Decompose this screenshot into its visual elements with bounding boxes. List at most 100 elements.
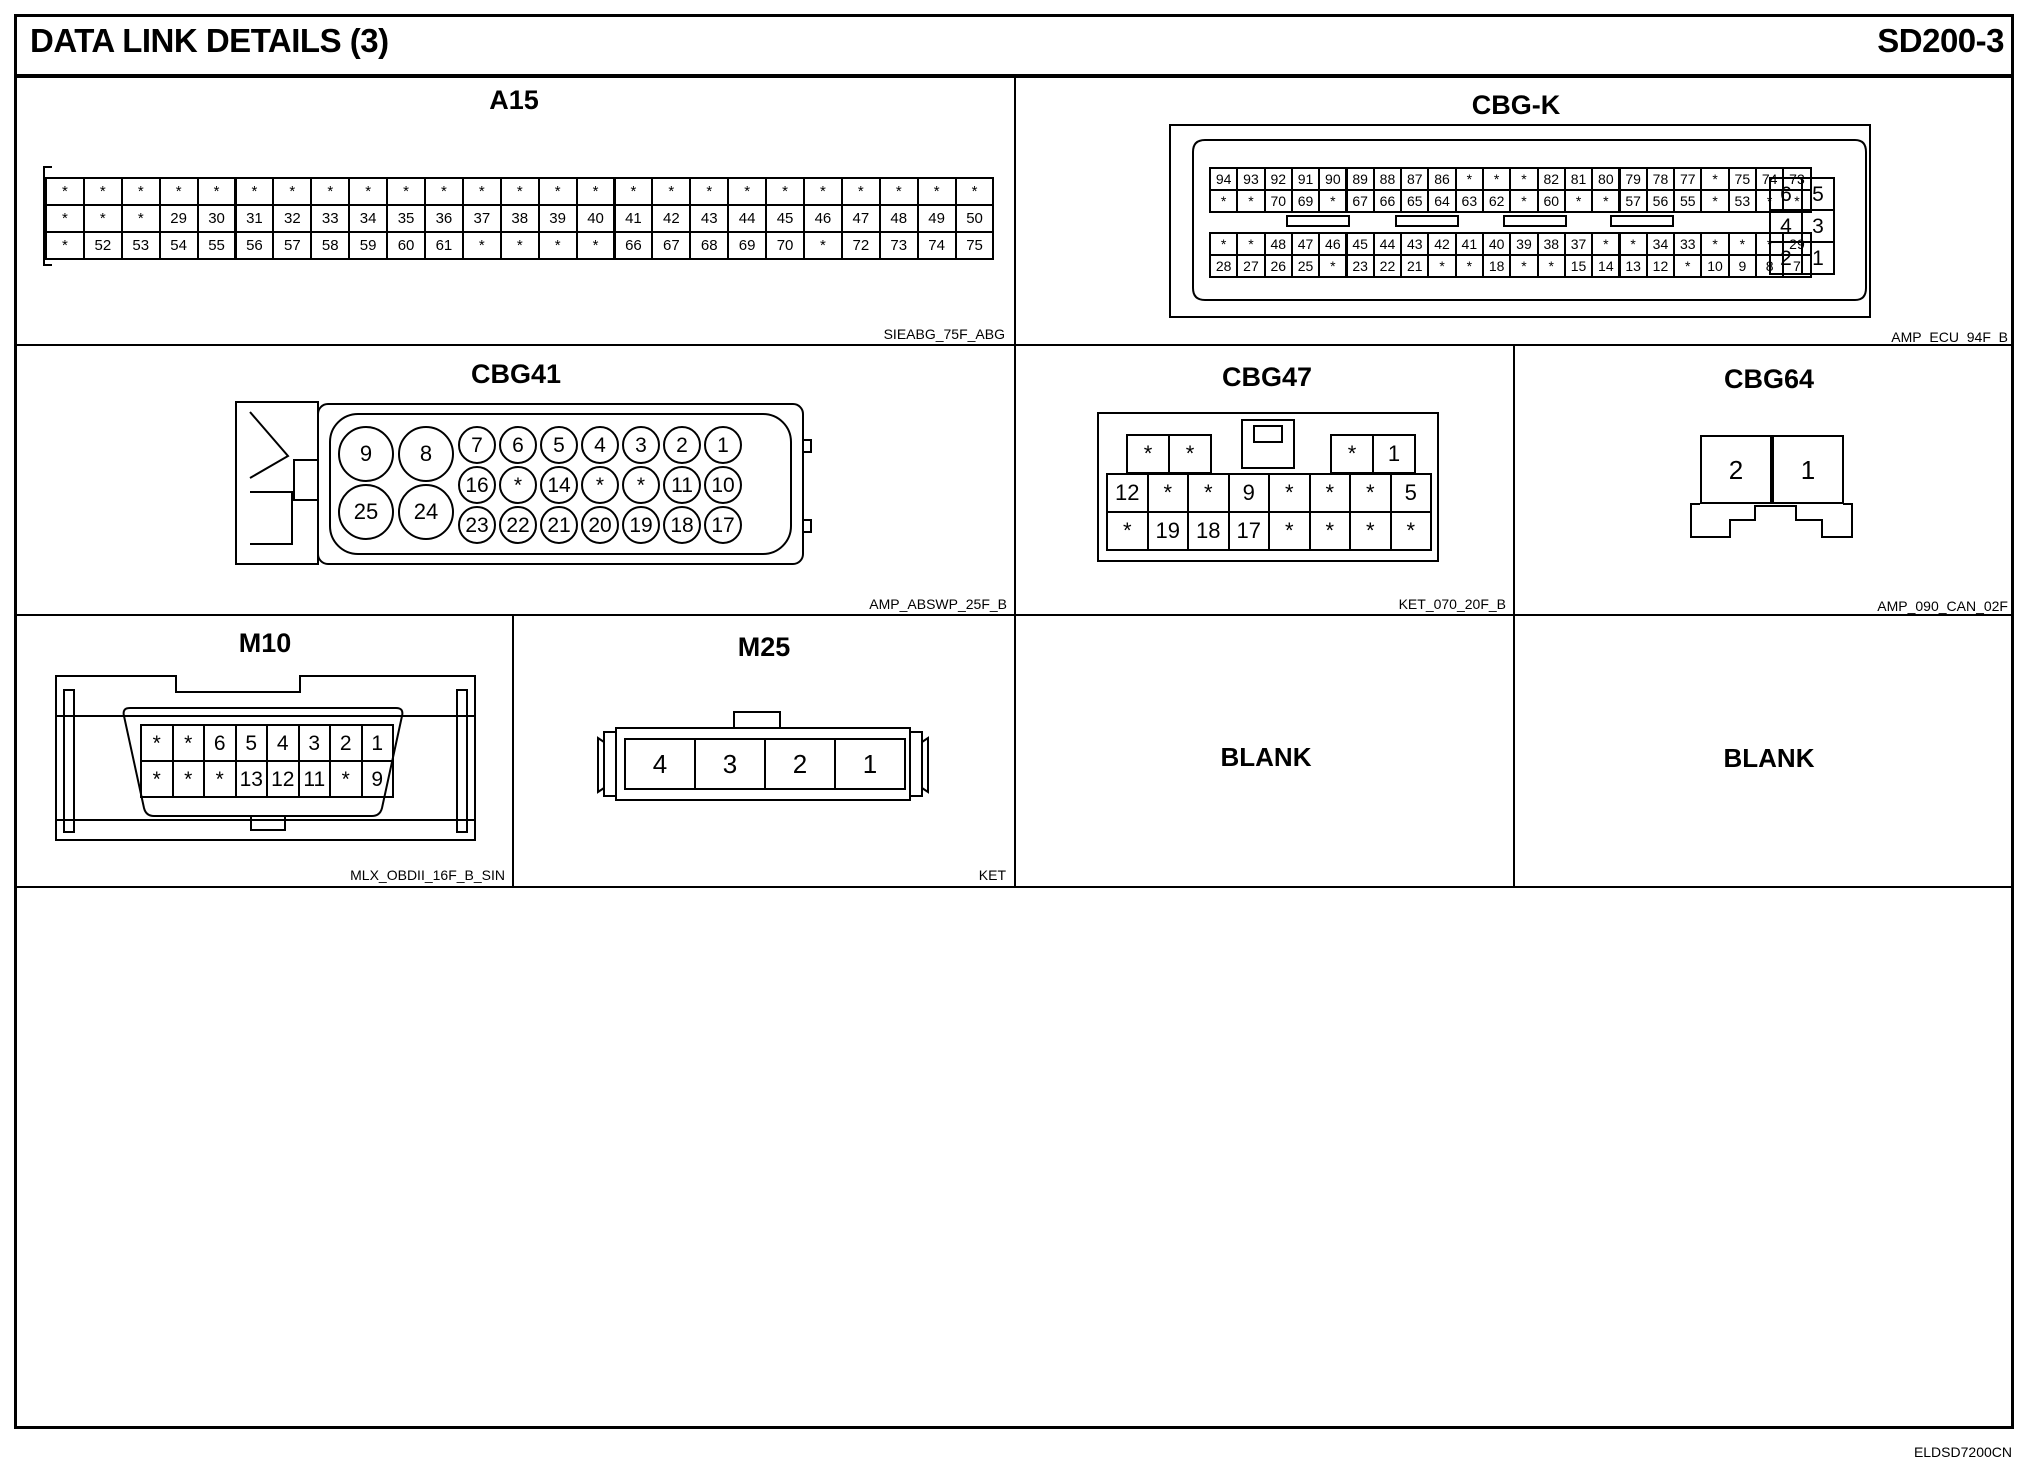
a15-pin: * bbox=[424, 177, 464, 206]
cbg41-latch bbox=[293, 459, 319, 501]
connector-title-a15: A15 bbox=[489, 85, 539, 115]
cbg41-pin: 16 bbox=[458, 466, 496, 504]
cbg47-pin: 18 bbox=[1187, 511, 1230, 551]
a15-pin: 29 bbox=[158, 204, 199, 233]
cbg47-pin: 19 bbox=[1146, 511, 1189, 551]
cbg41-pin: 18 bbox=[663, 506, 701, 544]
cbgk-pin: * bbox=[1209, 232, 1239, 256]
a15-pin: * bbox=[916, 177, 957, 206]
cbg64-pin: 2 bbox=[1700, 435, 1772, 504]
cbgk-pin: * bbox=[1727, 232, 1757, 256]
cbgk-pin: * bbox=[1591, 189, 1621, 213]
cbgk-pin: 92 bbox=[1263, 167, 1293, 191]
cbgk-pin: 18 bbox=[1482, 254, 1512, 278]
cbgk-pin: * bbox=[1782, 189, 1812, 213]
cbg41-pin: 14 bbox=[540, 466, 578, 504]
part-code-cbg64: AMP_090_CAN_02F bbox=[1877, 598, 2008, 614]
cbgk-pin: 86 bbox=[1427, 167, 1457, 191]
cbg47-pin: 5 bbox=[1389, 473, 1432, 513]
cbgk-pin: 9 bbox=[1727, 254, 1757, 278]
a15-pin: 34 bbox=[348, 204, 389, 233]
a15-pin: 53 bbox=[120, 231, 161, 260]
cbg47-pin: * bbox=[1308, 511, 1351, 551]
cbg47-pin: * bbox=[1126, 434, 1170, 474]
cbg41-large-pin: 25 bbox=[338, 484, 394, 540]
connector-title-cbg47: CBG47 bbox=[1221, 362, 1313, 392]
cbgk-pin: * bbox=[1673, 254, 1703, 278]
m25-pin: 4 bbox=[624, 738, 696, 790]
cbgk-pin: 33 bbox=[1673, 232, 1703, 256]
cbg41-flange bbox=[235, 401, 319, 565]
cbg47-lock-inner bbox=[1253, 425, 1283, 443]
cbg41-pin: 2 bbox=[663, 426, 701, 464]
m10-pin: * bbox=[203, 760, 237, 798]
cbgk-pin: 80 bbox=[1591, 167, 1621, 191]
a15-pin: * bbox=[45, 177, 85, 206]
cbg41-outer-shell bbox=[317, 403, 804, 565]
cbgk-pin: 47 bbox=[1290, 232, 1321, 256]
m10-pin: 3 bbox=[297, 724, 331, 762]
a15-pin: 46 bbox=[803, 204, 843, 233]
cbg41-pin: 11 bbox=[663, 466, 701, 504]
cbgk-pin: 62 bbox=[1482, 189, 1512, 213]
m25-ear-left bbox=[603, 731, 616, 797]
a15-pin: * bbox=[234, 177, 275, 206]
a15-pin: 32 bbox=[272, 204, 313, 233]
cbg41-pin: 5 bbox=[540, 426, 578, 464]
cbgk-pin: * bbox=[1509, 167, 1539, 191]
m10-pin: * bbox=[140, 724, 174, 762]
cbg47-lock bbox=[1241, 419, 1295, 469]
cbgk-pin: * bbox=[1482, 167, 1512, 191]
cbgk-pin: 57 bbox=[1618, 189, 1648, 213]
part-code-m10: MLX_OBDII_16F_B_SIN bbox=[350, 867, 505, 883]
cbgk-pin: 26 bbox=[1263, 254, 1293, 278]
a15-pin: 75 bbox=[954, 231, 995, 260]
cbgk-outer-shell bbox=[1169, 124, 1871, 318]
cbgk-pin: * bbox=[1454, 254, 1484, 278]
cbgk-side-pin: 2 bbox=[1769, 241, 1803, 275]
cbgk-pin: 78 bbox=[1645, 167, 1676, 191]
cbgk-pin: 12 bbox=[1645, 254, 1676, 278]
cbgk-pin: 55 bbox=[1673, 189, 1703, 213]
cbgk-pin: 15 bbox=[1563, 254, 1594, 278]
a15-pin: 50 bbox=[954, 204, 995, 233]
a15-pin: 68 bbox=[689, 231, 730, 260]
cbg41-pin: 6 bbox=[499, 426, 537, 464]
a15-pin: * bbox=[765, 177, 805, 206]
a15-pin: * bbox=[499, 231, 540, 260]
a15-pin: 43 bbox=[689, 204, 730, 233]
cbg47-pin: * bbox=[1146, 473, 1189, 513]
part-code-cbg47: KET_070_20F_B bbox=[1398, 596, 1506, 612]
a15-pin: * bbox=[878, 177, 919, 206]
a15-pin: 49 bbox=[916, 204, 957, 233]
a15-pin: 54 bbox=[158, 231, 199, 260]
page-code: SD200-3 bbox=[1877, 22, 2004, 59]
cbgk-pin: * bbox=[1236, 232, 1266, 256]
cbgk-pin: * bbox=[1318, 189, 1348, 213]
cbg64-base bbox=[1690, 503, 1853, 538]
connector-title-cbg41: CBG41 bbox=[470, 359, 562, 389]
cbgk-pin: 13 bbox=[1618, 254, 1648, 278]
a15-pin: 45 bbox=[765, 204, 805, 233]
m10-pin: 5 bbox=[234, 724, 268, 762]
cbgk-pin: 28 bbox=[1209, 254, 1239, 278]
grid-line-right bbox=[1513, 344, 1515, 886]
connector-title-cbgk: CBG-K bbox=[1471, 90, 1561, 120]
a15-pin: 59 bbox=[348, 231, 389, 260]
a15-pin: 42 bbox=[651, 204, 692, 233]
cbg41-inner-shell bbox=[329, 413, 792, 555]
cbg41-pin: 22 bbox=[499, 506, 537, 544]
cbg41-pin: 4 bbox=[581, 426, 619, 464]
m10-pin: 12 bbox=[266, 760, 300, 798]
cbg47-pin: * bbox=[1389, 511, 1432, 551]
blank-panel-2: BLANK bbox=[1723, 743, 1815, 773]
a15-pin: * bbox=[45, 231, 85, 260]
cbgk-pin: 77 bbox=[1673, 167, 1703, 191]
cbg41-flange-detail-1 bbox=[249, 411, 290, 479]
cbg41-pin: 10 bbox=[704, 466, 742, 504]
m25-ear-left-detail bbox=[597, 736, 605, 794]
m25-pin: 1 bbox=[834, 738, 906, 790]
cbgk-inner-shell bbox=[1192, 139, 1867, 301]
m25-pin: 3 bbox=[694, 738, 766, 790]
cbg41-pin: * bbox=[581, 466, 619, 504]
